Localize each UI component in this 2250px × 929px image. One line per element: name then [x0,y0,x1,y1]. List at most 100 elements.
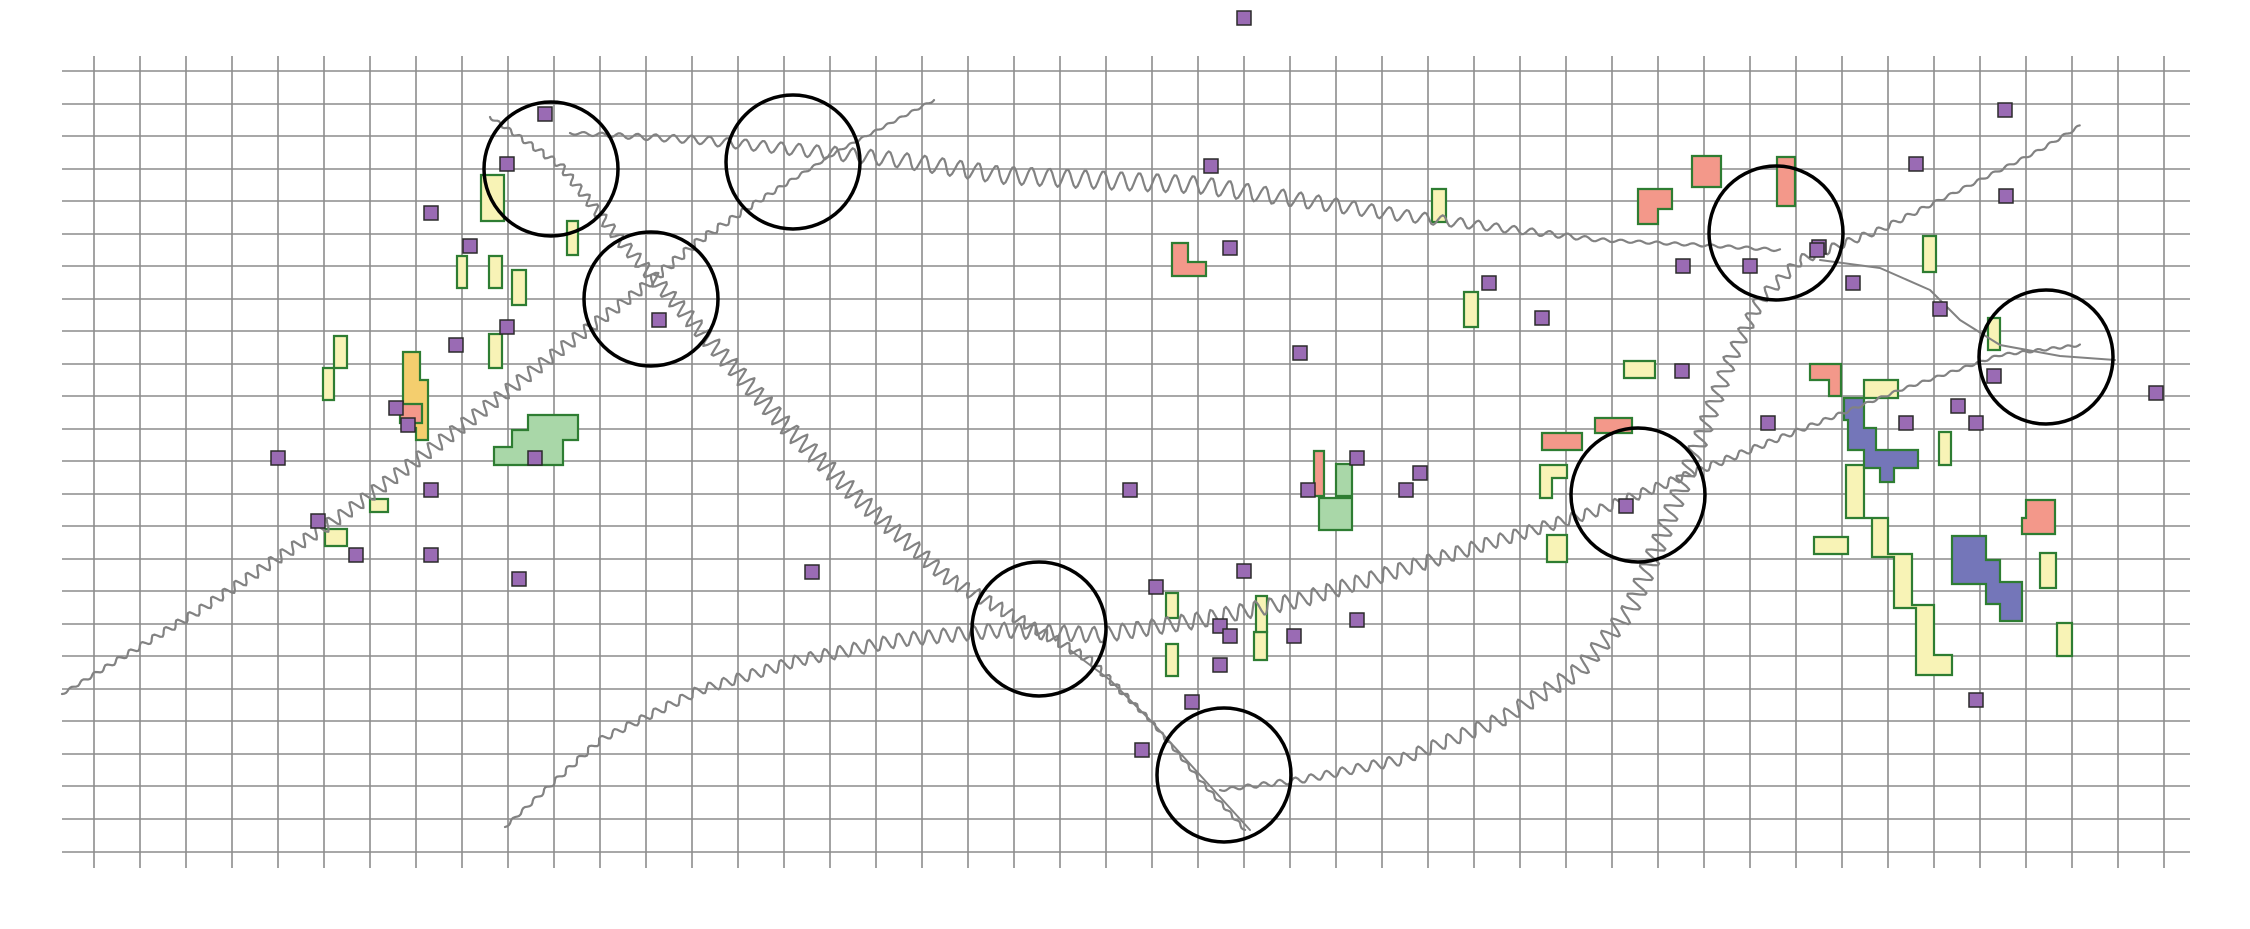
marker-50 [1968,415,1984,431]
marker-44 [1742,258,1758,274]
yellow-patch-10 [1430,187,1448,224]
marker-34 [1286,628,1302,644]
marker-41 [1932,301,1948,317]
yellow-patch-17 [1862,378,1900,400]
salmon-patch-36 [1808,362,1843,398]
ring-7 [1977,288,2115,426]
marker-40 [1845,275,1861,291]
yellow-patch-5 [487,332,504,370]
yellow-patch-1 [565,219,580,257]
green-patch-38 [492,413,580,467]
track-1 [60,99,936,696]
yellow-patch-22 [2055,621,2074,658]
yellow-patch-20 [1812,535,1850,556]
marker-47 [1760,415,1776,431]
marker-25 [1349,450,1365,466]
marker-8 [388,400,404,416]
track-5 [1218,124,2081,792]
marker-2 [499,156,515,172]
track-2 [488,115,1247,831]
marker-45 [1809,242,1825,258]
marker-13 [310,513,326,529]
yellow-patch-2 [455,254,469,290]
ring-3 [970,560,1108,698]
yellow-patch-8 [368,497,390,514]
marker-3 [423,205,439,221]
marker-32 [1212,657,1228,673]
yellow-patch-7 [321,366,336,402]
salmon-patch-37 [2020,498,2057,536]
marker-layer [270,10,2164,758]
ring-2 [582,230,720,368]
blue-patch-41 [1842,396,1920,484]
track-layer [60,99,2116,831]
marker-26 [1412,465,1428,481]
marker-48 [1898,415,1914,431]
salmon-patch-29 [1170,241,1208,278]
yellow-patch-15 [1921,234,1938,274]
ring-6 [1707,164,1845,302]
marker-33 [1222,628,1238,644]
marker-11 [527,450,543,466]
yellow-patch-25 [1252,630,1269,662]
marker-52 [1968,692,1984,708]
salmon-patch-33 [1636,187,1674,226]
yellow-patch-4 [510,268,528,307]
marker-0 [1236,10,1252,26]
marker-5 [651,312,667,328]
marker-27 [1398,482,1414,498]
marker-9 [400,417,416,433]
yellow-patch-14 [1545,533,1569,564]
marker-54 [1997,102,2013,118]
marker-53 [1618,498,1634,514]
ring-4 [1155,706,1293,844]
marker-24 [1300,482,1316,498]
yellow-patch-3 [487,254,504,290]
marker-20 [1292,345,1308,361]
marker-4 [462,238,478,254]
marker-10 [270,450,286,466]
yellow-patch-11 [1462,290,1480,329]
marker-36 [1184,694,1200,710]
yellow-patch-24 [1164,642,1180,678]
salmon-patch-30 [1312,449,1326,498]
marker-15 [423,547,439,563]
marker-17 [804,564,820,580]
marker-12 [423,482,439,498]
marker-31 [1148,579,1164,595]
marker-38 [1998,188,2014,204]
yellow-patch-6 [332,334,349,370]
marker-7 [499,319,515,335]
track-4 [503,343,2081,829]
marker-18 [1203,158,1219,174]
marker-16 [511,571,527,587]
ring-5 [1569,426,1707,564]
marker-6 [448,337,464,353]
yellow-patch-23 [1164,591,1180,620]
marker-30 [1236,563,1252,579]
marker-46 [1674,363,1690,379]
marker-1 [537,106,553,122]
background-grid [62,56,2190,868]
yellow-patch-19 [1844,463,1954,677]
yellow-patch-12 [1622,359,1657,380]
salmon-patch-34 [1690,154,1723,189]
marker-43 [1675,258,1691,274]
marker-22 [1534,310,1550,326]
ring-0 [482,100,620,238]
green-patch-39 [1334,462,1354,498]
yellow-patch-18 [1937,430,1953,467]
ring-1 [724,93,862,231]
yellow-patch-21 [2038,551,2058,590]
salmon-patch-35 [1775,155,1797,208]
ring-layer [482,93,2115,844]
blue-patch-42 [1950,534,2024,623]
marker-23 [1122,482,1138,498]
marker-28 [1349,612,1365,628]
marker-42 [1986,368,2002,384]
salmon-patch-31 [1540,431,1584,452]
marker-14 [348,547,364,563]
green-patch-40 [1317,496,1354,532]
marker-51 [2148,385,2164,401]
